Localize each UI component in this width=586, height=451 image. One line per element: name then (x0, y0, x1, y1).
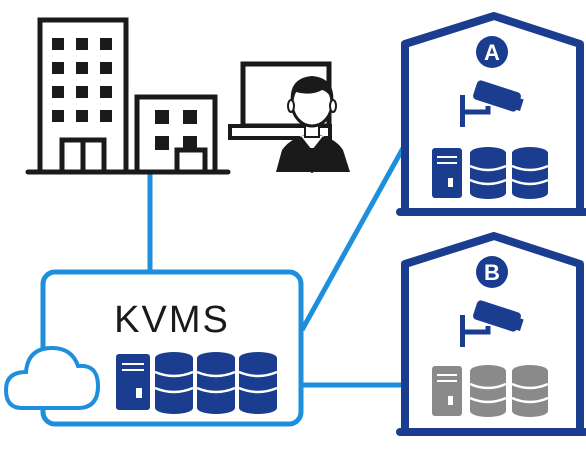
security-camera-icon (460, 300, 524, 347)
server-tower-icon (432, 366, 462, 416)
security-camera-icon (460, 80, 524, 127)
site-a-storage (432, 147, 549, 199)
database-icon (511, 365, 549, 417)
database-icon (154, 352, 194, 414)
cloud-icon (3, 345, 101, 410)
kvms-storage-group (116, 352, 278, 414)
connection-lines (147, 130, 415, 388)
database-icon (238, 352, 278, 414)
site-a: A (396, 12, 586, 216)
site-a-badge (476, 36, 508, 68)
server-tower-icon (432, 148, 462, 198)
site-b-badge (476, 256, 508, 288)
site-b: B (396, 232, 586, 436)
server-tower-icon (116, 354, 150, 410)
database-icon (196, 352, 236, 414)
database-icon (511, 147, 549, 199)
database-icon (469, 365, 507, 417)
kvms-label: KVMS (114, 299, 230, 341)
operator-workstation-icon (228, 61, 350, 173)
site-a-letter: A (484, 40, 500, 65)
site-b-storage (432, 365, 549, 417)
link-kvms-to-site-a (299, 130, 415, 332)
database-icon (469, 147, 507, 199)
office-buildings-icon (25, 17, 231, 175)
site-b-letter: B (484, 260, 500, 285)
